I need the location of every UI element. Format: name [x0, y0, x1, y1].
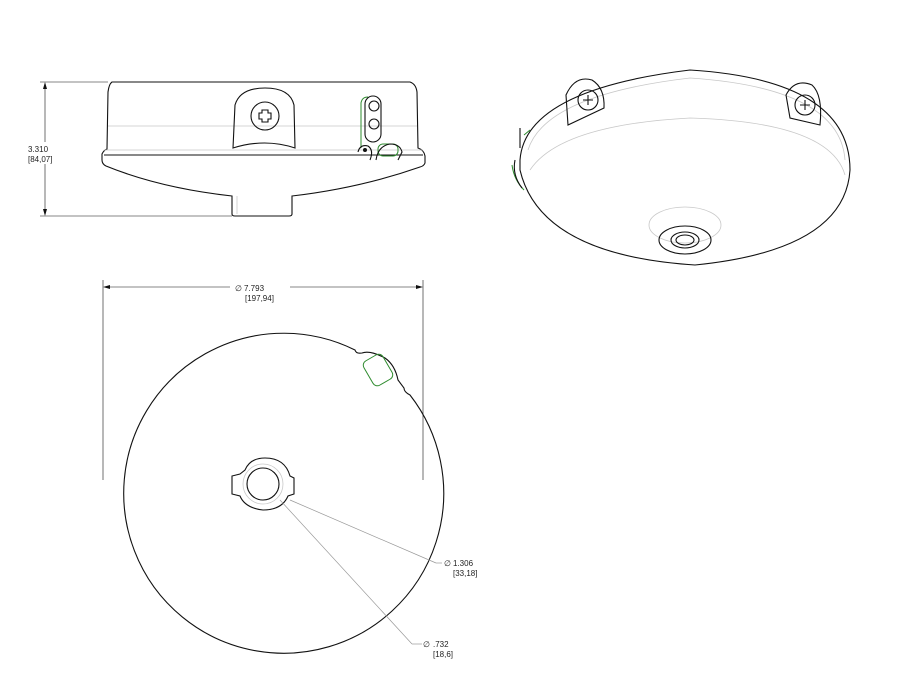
hub-inner-dim-inch: .732 — [433, 640, 449, 649]
diameter-dim-mm: [197,94] — [245, 294, 274, 303]
height-dimension: 3.310 [84,07] — [26, 81, 232, 217]
bottom-view — [123, 332, 445, 654]
height-dim-inch: 3.310 — [28, 145, 49, 154]
isometric-view — [511, 69, 851, 266]
diameter-dimension: ∅ 7.793 [197,94] — [102, 280, 424, 480]
hub-outer-dim-inch: 1.306 — [453, 559, 474, 568]
diameter-symbol: ∅ — [235, 284, 242, 293]
hub-inner-dim-mm: [18,6] — [433, 650, 453, 659]
hub-inner-symbol: ∅ — [423, 640, 430, 649]
side-view — [101, 81, 426, 217]
hub-outer-symbol: ∅ — [444, 559, 451, 568]
hub-inner-dimension: ∅ .732 [18,6] — [279, 499, 453, 659]
hub-outer-dim-mm: [33,18] — [453, 569, 477, 578]
height-dim-mm: [84,07] — [28, 155, 52, 164]
hub-outer-dimension: ∅ 1.306 [33,18] — [289, 499, 477, 578]
diameter-dim-inch: 7.793 — [244, 284, 265, 293]
